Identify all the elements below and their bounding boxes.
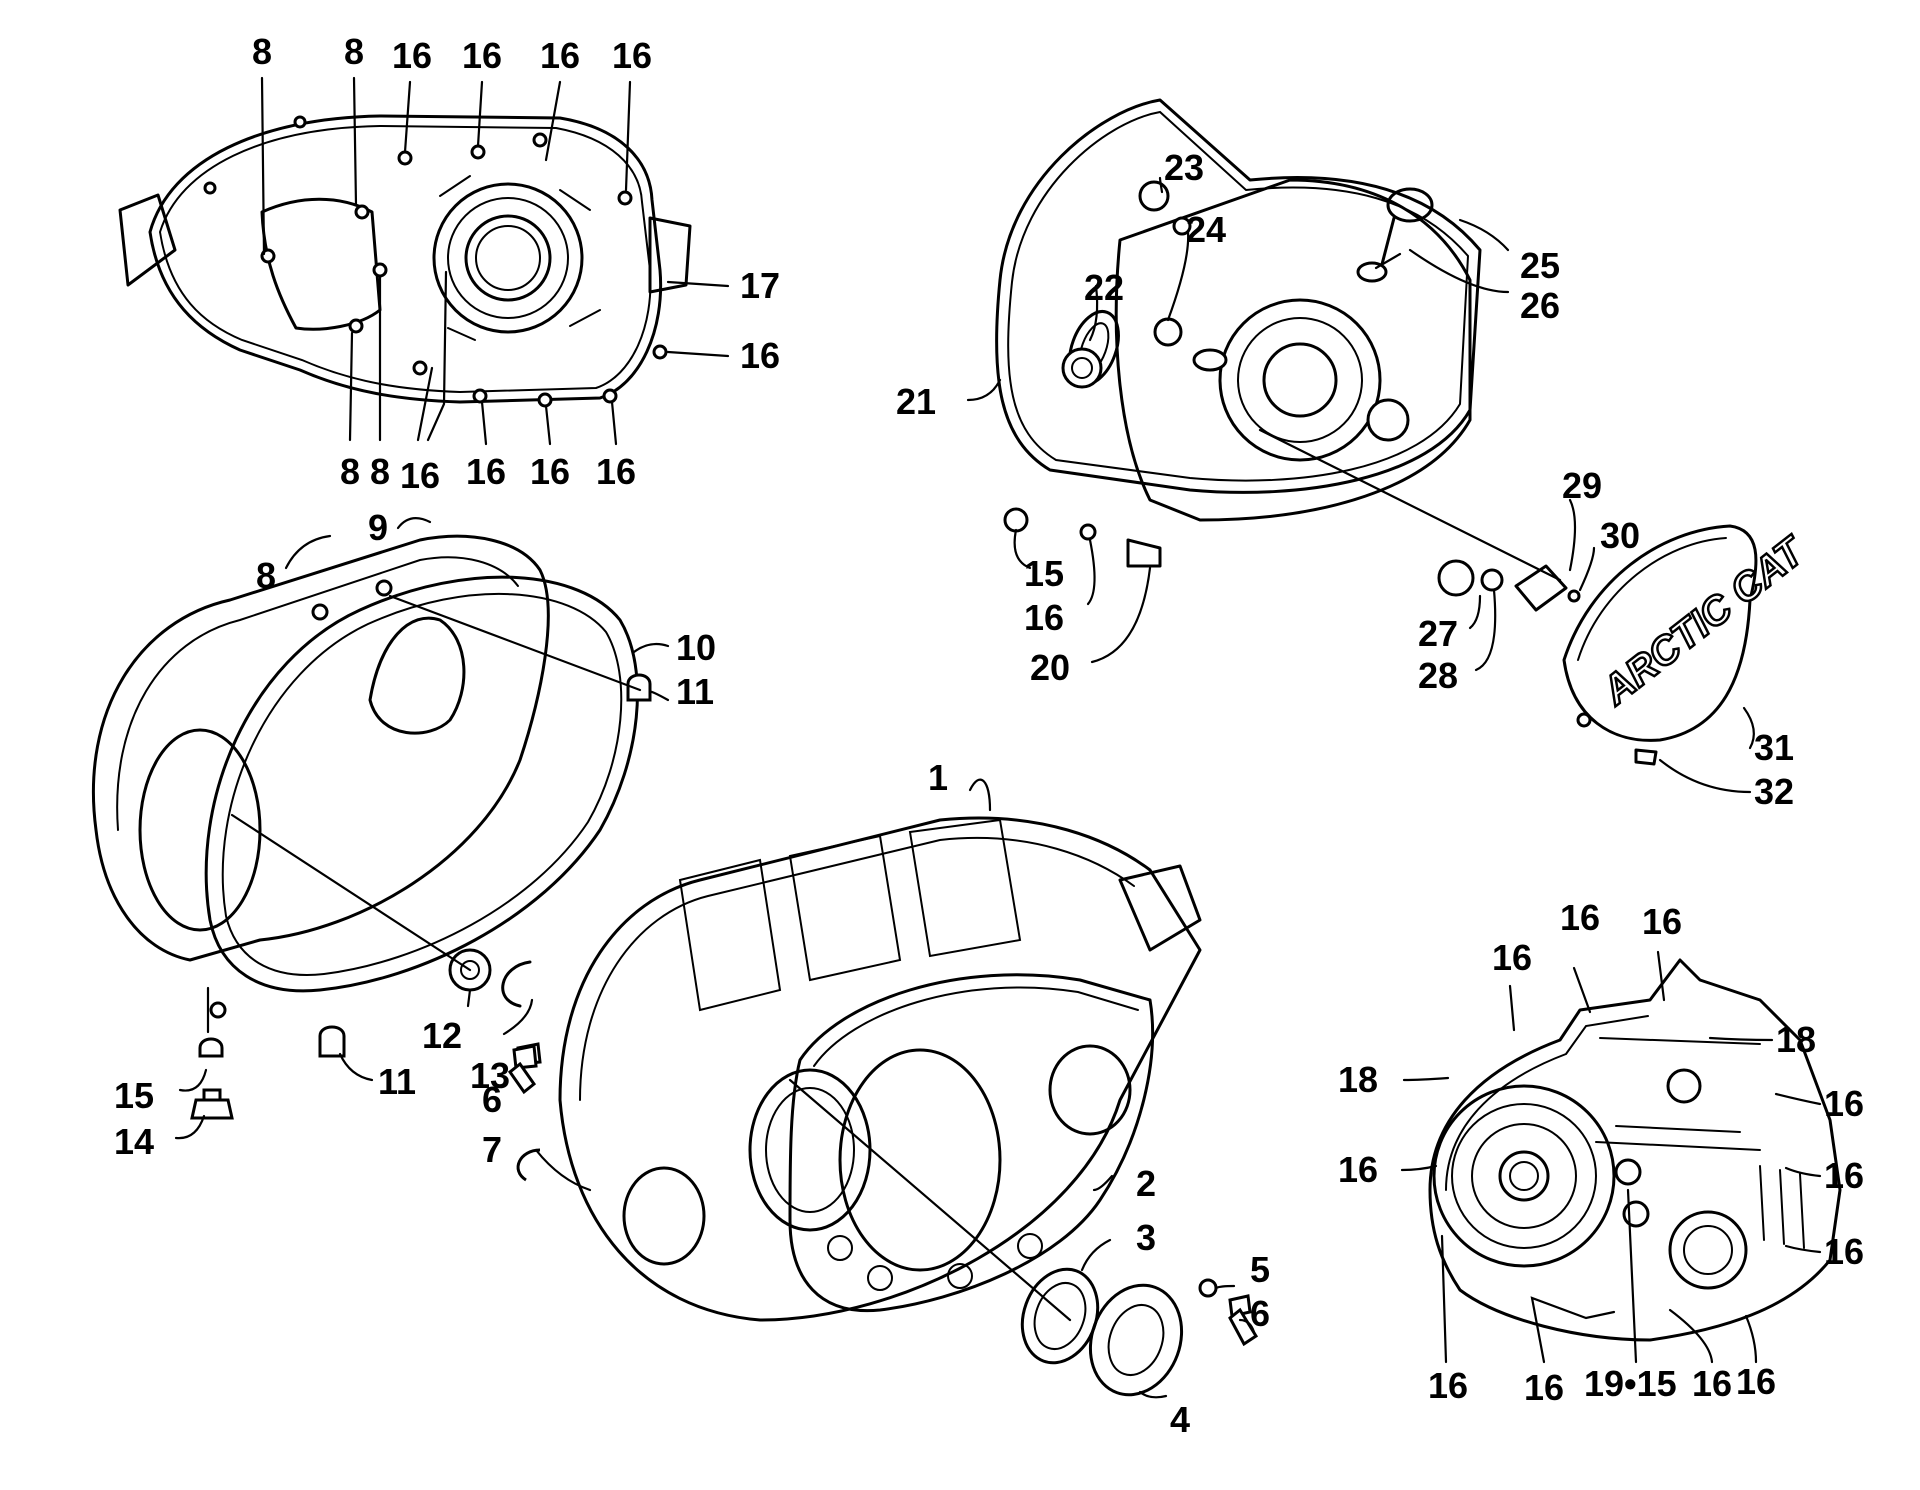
crankcase-gasket-2: [788, 973, 1154, 1313]
callout-28: 28: [1418, 655, 1458, 696]
callout-25: 25: [1520, 245, 1560, 286]
callout-6: 6: [1250, 1293, 1270, 1334]
seal-and-bearing: [507, 1044, 1259, 1397]
callout-16: 16: [612, 35, 652, 76]
callout-16: 16: [1560, 897, 1600, 938]
callout-20: 20: [1030, 647, 1070, 688]
callout-5: 5: [1250, 1249, 1270, 1290]
callout-8: 8: [370, 451, 390, 492]
callout-1: 1: [928, 757, 948, 798]
crankcase-half: [516, 816, 1202, 1322]
callout-16: 16: [466, 451, 506, 492]
callout-15: 15: [114, 1075, 154, 1116]
callout-14: 15: [1024, 553, 1064, 594]
callout-16: 16: [740, 335, 780, 376]
callout-6: 6: [482, 1079, 502, 1120]
callout-32: 32: [1754, 771, 1794, 812]
callout-16: 16: [540, 35, 580, 76]
callout-16: 16: [1428, 1365, 1468, 1406]
callout-8: 8: [340, 451, 360, 492]
callout-16: 16: [1824, 1231, 1864, 1272]
callout-16: 16: [1338, 1149, 1378, 1190]
magneto-cover-assembly: [995, 98, 1581, 612]
callout-16: 16: [400, 455, 440, 496]
callout-22: 22: [1084, 267, 1124, 308]
clutch-gasket-10: [204, 575, 652, 1066]
callout-3: 3: [1136, 1217, 1156, 1258]
callout-15: 16: [1024, 597, 1064, 638]
leader-lines: [174, 76, 1822, 1399]
callout-dot-15: •15: [1624, 1363, 1677, 1404]
callout-16: 16: [1824, 1155, 1864, 1196]
callout-9: 9: [368, 507, 388, 548]
callout-16: 16: [462, 35, 502, 76]
clutch-cover-9: [91, 534, 550, 1120]
callout-16: 16: [1736, 1361, 1776, 1402]
callout-21: 21: [896, 381, 936, 422]
callout-18: 18: [1776, 1019, 1816, 1060]
callout-16: 16: [1642, 901, 1682, 942]
callout-16: 16: [1524, 1367, 1564, 1408]
callout-16: 16: [392, 35, 432, 76]
callout-12: 12: [422, 1015, 462, 1056]
clutch-cover-outer-view: [118, 114, 692, 408]
callout-17: 17: [740, 265, 780, 306]
callout-16: 16: [1492, 937, 1532, 978]
callout-10: 10: [676, 627, 716, 668]
callout-11: 11: [676, 671, 714, 712]
callout-8: 8: [252, 31, 272, 72]
callout-2: 2: [1136, 1163, 1156, 1204]
callout-27: 27: [1418, 613, 1458, 654]
callout-8: 8: [256, 555, 276, 596]
callout-7: 7: [482, 1129, 502, 1170]
engine-cover-view: [1428, 958, 1842, 1342]
callout-8: 8: [344, 31, 364, 72]
callout-16: 16: [596, 451, 636, 492]
callout-14: 14: [114, 1121, 154, 1162]
callout-labels: 8 8 16 16 16 16 17 16 8 8 16 16 16 16 9 …: [114, 31, 1864, 1440]
callout-23: 23: [1164, 147, 1204, 188]
callout-16: 16: [1824, 1083, 1864, 1124]
callout-19: 19: [1584, 1363, 1624, 1404]
callout-11: 11: [378, 1061, 416, 1102]
callout-18: 18: [1338, 1059, 1378, 1100]
callout-4: 4: [1170, 1399, 1190, 1440]
callout-16: 16: [530, 451, 570, 492]
callout-31: 31: [1754, 727, 1794, 768]
callout-16: 16: [1692, 1363, 1732, 1404]
callout-24: 24: [1186, 209, 1226, 250]
callout-26: 26: [1520, 285, 1560, 326]
callout-13: 13: [470, 1055, 510, 1096]
callout-29: 29: [1562, 465, 1602, 506]
callout-30: 30: [1600, 515, 1640, 556]
